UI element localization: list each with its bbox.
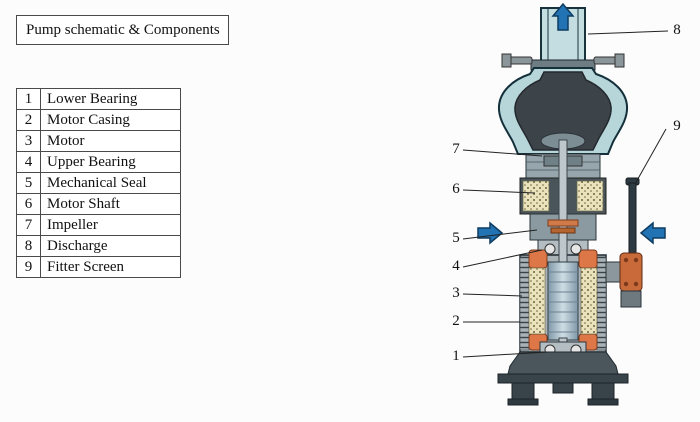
callout-label-1: 1 bbox=[452, 348, 460, 364]
stator-slot bbox=[528, 267, 546, 335]
mechanical-seal bbox=[547, 219, 579, 234]
flow-arrow-right-icon bbox=[477, 221, 504, 245]
callout-label-3: 3 bbox=[452, 285, 460, 301]
table-row: 1 Lower Bearing bbox=[16, 88, 181, 110]
component-number: 6 bbox=[16, 193, 41, 215]
callout-label-6: 6 bbox=[452, 181, 460, 197]
component-name: Motor bbox=[40, 130, 181, 152]
callout-label-8: 8 bbox=[673, 22, 681, 38]
callout-label-2: 2 bbox=[452, 313, 460, 329]
bottom-housing bbox=[497, 351, 629, 406]
component-number: 1 bbox=[16, 88, 41, 110]
table-row: 7 Impeller bbox=[16, 214, 181, 236]
callout-label-4: 4 bbox=[452, 258, 460, 274]
flow-arrow-left-icon bbox=[639, 221, 666, 245]
volute-casing bbox=[497, 67, 629, 155]
upper-bearing-balls bbox=[544, 243, 582, 255]
motor-stator bbox=[528, 249, 598, 351]
component-name: Discharge bbox=[40, 235, 181, 257]
component-name: Motor Casing bbox=[40, 109, 181, 131]
flange-nut-left bbox=[501, 53, 512, 68]
callout-label-5: 5 bbox=[452, 230, 460, 246]
component-name: Motor Shaft bbox=[40, 193, 181, 215]
table-row: 4 Upper Bearing bbox=[16, 151, 181, 173]
callout-label-7: 7 bbox=[452, 141, 460, 157]
rotor bbox=[547, 261, 579, 341]
stator-slot bbox=[580, 267, 598, 335]
flange-nut-right bbox=[614, 53, 625, 68]
cable-gland bbox=[605, 252, 643, 308]
end-winding bbox=[578, 249, 598, 269]
flange-bolt-left bbox=[507, 56, 533, 65]
component-name: Mechanical Seal bbox=[40, 172, 181, 194]
components-table: 1 Lower Bearing 2 Motor Casing 3 Motor 4… bbox=[16, 88, 181, 278]
leader-lines bbox=[462, 30, 669, 358]
component-number: 9 bbox=[16, 256, 41, 278]
callout-label-9: 9 bbox=[673, 118, 681, 134]
component-number: 4 bbox=[16, 151, 41, 173]
component-name: Lower Bearing bbox=[40, 88, 181, 110]
component-number: 7 bbox=[16, 214, 41, 236]
table-row: 9 Fitter Screen bbox=[16, 256, 181, 278]
lifting-rod bbox=[625, 177, 640, 254]
motor-shaft bbox=[558, 139, 568, 265]
component-name: Impeller bbox=[40, 214, 181, 236]
table-row: 5 Mechanical Seal bbox=[16, 172, 181, 194]
component-name: Upper Bearing bbox=[40, 151, 181, 173]
flow-arrow-up-icon bbox=[551, 2, 575, 31]
component-number: 8 bbox=[16, 235, 41, 257]
component-name: Fitter Screen bbox=[40, 256, 181, 278]
table-row: 2 Motor Casing bbox=[16, 109, 181, 131]
component-number: 3 bbox=[16, 130, 41, 152]
table-row: 8 Discharge bbox=[16, 235, 181, 257]
table-row: 3 Motor bbox=[16, 130, 181, 152]
flange-bolt-right bbox=[593, 56, 619, 65]
component-number: 2 bbox=[16, 109, 41, 131]
component-number: 5 bbox=[16, 172, 41, 194]
table-row: 6 Motor Shaft bbox=[16, 193, 181, 215]
diagram-title: Pump schematic & Components bbox=[16, 15, 229, 45]
pump-diagram bbox=[462, 2, 669, 406]
